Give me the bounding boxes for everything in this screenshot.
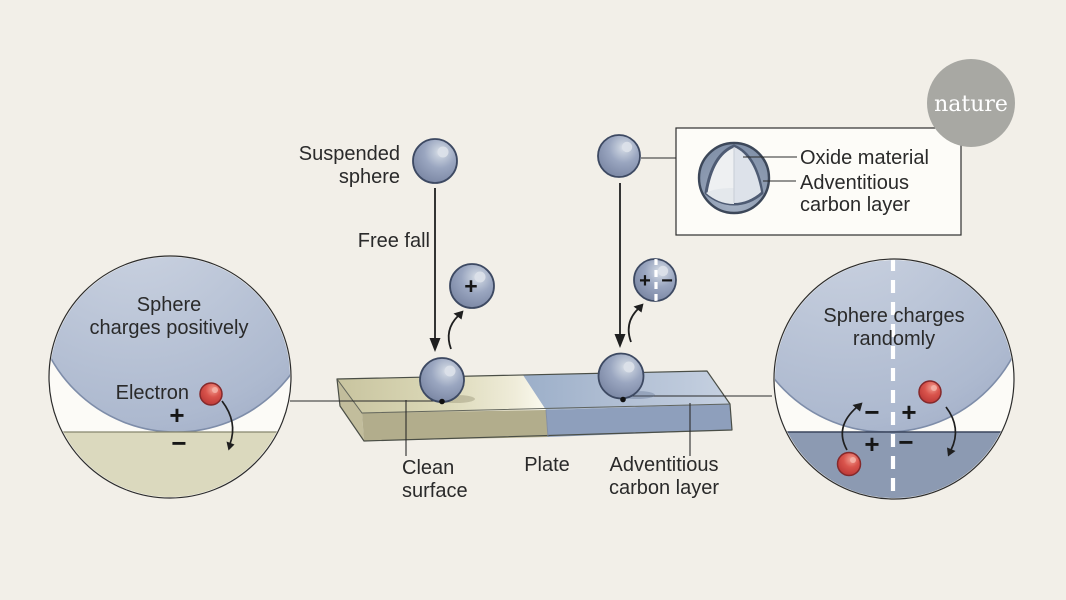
minus-sign: −	[864, 397, 879, 427]
adventitious-label-line1: Adventitious	[610, 454, 719, 476]
clean-surface-label-line1: Clean	[402, 457, 454, 479]
sphere-gloss	[444, 365, 456, 377]
electron-ball-on-surface	[836, 451, 862, 477]
sphere-gloss	[474, 271, 486, 283]
right-zoom-title-line1: Sphere charges	[823, 305, 964, 327]
sphere-on-carbon-layer	[597, 352, 645, 403]
left-zoom-outline	[48, 255, 292, 499]
sphere-gloss	[657, 265, 669, 277]
falling-sphere-right	[597, 134, 641, 178]
randomly-charged-sphere: + −	[633, 258, 677, 302]
adventitious-label-line2: carbon layer	[609, 477, 719, 499]
free-fall-label: Free fall	[358, 230, 430, 252]
contact-point-dot	[439, 398, 445, 405]
minus-sign: −	[171, 428, 186, 458]
plate: Clean surface Plate Adventitious carbon …	[290, 352, 772, 502]
bounce-arrow-right	[627, 303, 644, 343]
electron-transfer-arrow	[221, 400, 235, 451]
free-fall-arrow-right	[614, 183, 626, 348]
contact-point-dot	[620, 396, 626, 403]
right-zoom-outline	[773, 258, 1015, 500]
plus-sign: +	[901, 397, 916, 427]
transfer-arrow-up	[841, 402, 863, 451]
transfer-arrow-down	[945, 406, 957, 457]
electron-label: Electron	[116, 382, 189, 404]
sphere-on-clean-surface	[419, 357, 465, 405]
plate-outline	[336, 370, 733, 442]
suspended-sphere-label-line2: sphere	[339, 166, 400, 188]
right-zoom-title-line2: randomly	[853, 328, 935, 350]
plate-carbon-front-face	[546, 404, 732, 437]
plate-label: Plate	[524, 454, 570, 476]
positively-charged-sphere: +	[449, 263, 495, 309]
nature-logo-text: nature	[934, 92, 1008, 117]
suspended-sphere	[412, 138, 458, 184]
legend-oxide-label: Oxide material	[800, 147, 929, 169]
plus-sign: +	[464, 273, 477, 299]
electron-gloss	[850, 457, 856, 463]
plate-seam-line	[545, 409, 549, 438]
legend-adventitious-label-line2: carbon layer	[800, 194, 910, 216]
electron-ball	[199, 382, 223, 406]
legend-sphere-cutaway-icon	[697, 141, 771, 215]
electron-gloss	[212, 387, 218, 393]
suspended-sphere-label-line1: Suspended	[299, 143, 400, 165]
bounce-arrow-left	[447, 310, 464, 350]
plus-sign: +	[864, 429, 879, 459]
nature-logo: nature	[927, 59, 1015, 147]
minus-sign: −	[661, 270, 673, 292]
sphere-gloss	[623, 361, 635, 373]
minus-sign: −	[898, 427, 913, 457]
plate-top-front-edge	[336, 378, 731, 414]
left-zoom-title-line2: charges positively	[90, 317, 249, 339]
right-drop-sequence: + −	[597, 134, 677, 348]
left-zoom-title-line1: Sphere	[137, 294, 202, 316]
free-fall-arrow	[429, 188, 441, 352]
electron-gloss	[931, 385, 937, 391]
sphere-gloss	[437, 146, 449, 158]
legend-adventitious-label-line1: Adventitious	[800, 172, 909, 194]
plate-clean-front-face	[362, 410, 548, 441]
legend-box: Oxide material Adventitious carbon layer	[675, 127, 962, 236]
electron-ball-on-sphere	[918, 380, 942, 404]
left-zoom-view: Sphere charges positively Electron + −	[48, 255, 292, 499]
clean-surface-label-line2: surface	[402, 480, 468, 502]
plus-sign: +	[639, 270, 651, 292]
sphere-gloss	[621, 141, 633, 153]
plus-sign: +	[169, 400, 184, 430]
nature-logo-circle	[927, 59, 1015, 147]
left-drop-sequence: Suspended sphere Free fall +	[299, 138, 495, 352]
plate-left-face	[337, 379, 364, 441]
